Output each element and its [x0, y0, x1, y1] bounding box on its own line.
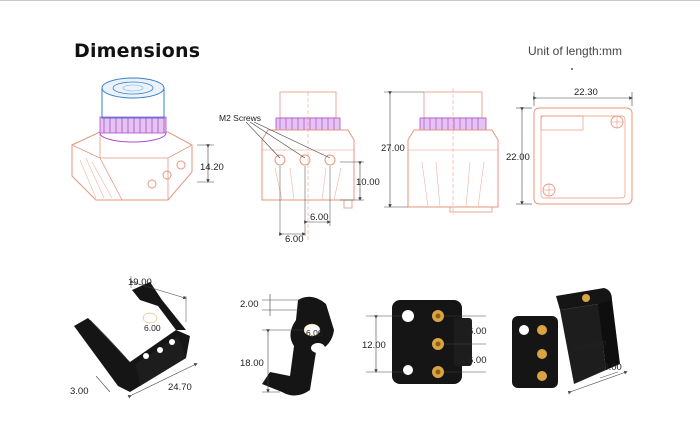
fig2-height-label: 10.00 [356, 177, 380, 188]
fig1-height-label: 14.20 [200, 162, 224, 173]
fig6-height-label: 18.00 [240, 358, 264, 369]
fig6-top-label: 2.00 [240, 299, 259, 310]
bracket-front-drawing [366, 300, 486, 384]
fig4-height-label: 22.00 [506, 152, 530, 163]
unit-of-length-label: Unit of length:mm [528, 44, 623, 58]
fig7-pitch-b-label: 6.00 [468, 355, 487, 366]
fig2-pitch-a-label: 6.00 [310, 212, 329, 223]
camera-back-view-drawing [516, 92, 633, 205]
fig7-pitch-a-label: 6.00 [468, 326, 487, 337]
bracket-side-profile-drawing [262, 294, 334, 396]
fig2-pitch-b-label: 6.00 [285, 234, 304, 245]
fig7-height-label: 12.00 [362, 340, 386, 351]
fig6-hole-label: 6.00 [306, 328, 323, 338]
fig4-width-label: 22.30 [574, 87, 598, 98]
fig5-width-label: 19.00 [128, 277, 152, 288]
decorative-dot [571, 68, 573, 70]
fig5-hole-label: 6.00 [144, 323, 161, 333]
fig8-depth-label: 28.00 [598, 362, 622, 373]
camera-side-view-drawing [384, 88, 499, 215]
bracket-isometric-drawing [74, 276, 198, 399]
bracket-isometric-back-drawing [512, 288, 628, 395]
camera-front-view-drawing [245, 91, 364, 240]
fig5-thickness-label: 3.00 [70, 386, 89, 397]
fig5-depth-label: 24.70 [168, 382, 192, 393]
m2-screws-label: M2 Screws [219, 113, 261, 123]
page-title: Dimensions [74, 40, 201, 62]
camera-isometric-drawing [71, 77, 214, 201]
fig3-height-label: 27.00 [381, 143, 405, 154]
top-divider [0, 0, 700, 1]
